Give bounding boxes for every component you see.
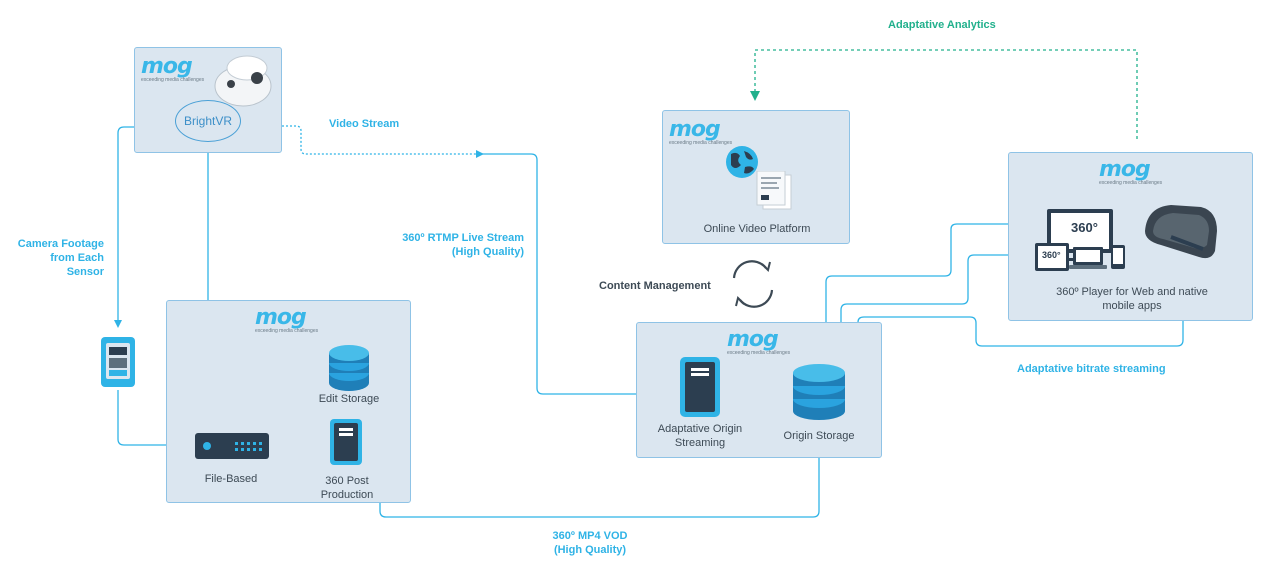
connector-origin-player-1	[825, 220, 1046, 322]
origin-streaming-label: Adaptative Origin Streaming	[657, 423, 743, 449]
origin-storage-database-icon	[793, 364, 845, 420]
connector-analytics	[750, 49, 1138, 139]
rtmp-live-stream-label: 360º RTMP Live Stream (High Quality)	[402, 232, 524, 258]
ovp-label: Online Video Platform	[703, 223, 811, 235]
edit-storage-label: Edit Storage	[318, 393, 380, 405]
connector-origin-player-3	[857, 297, 1187, 347]
vr-headset-icon	[1145, 205, 1217, 259]
origin-storage-label: Origin Storage	[783, 430, 855, 442]
tablet-360-badge: 360°	[1042, 250, 1061, 260]
mp4-vod-label: 360º MP4 VOD (High Quality)	[552, 530, 628, 556]
monitor-360-badge: 360°	[1071, 220, 1098, 235]
360-camera-icon	[214, 55, 272, 107]
edit-storage-database-icon	[329, 345, 369, 391]
sd-card-icon	[101, 337, 135, 387]
connector-vod	[379, 448, 823, 518]
video-stream-label: Video Stream	[329, 118, 400, 130]
adaptative-analytics-label: Adaptative Analytics	[888, 19, 996, 31]
tablet-icon	[1035, 243, 1069, 271]
document-icon	[756, 171, 792, 210]
content-management-cycle-icon	[732, 260, 774, 308]
connector-sdcard-filebased	[117, 390, 188, 449]
adaptative-bitrate-label: Adaptative bitrate streaming	[1017, 363, 1166, 375]
post-production-server-icon	[330, 419, 362, 465]
origin-streaming-server-icon	[680, 357, 720, 417]
post-production-label: 360 Post Production	[320, 475, 374, 501]
content-management-label: Content Management	[599, 280, 711, 292]
smartphone-icon	[1111, 245, 1125, 269]
file-based-device-icon	[195, 433, 269, 459]
connector-camera-sdcard	[114, 126, 135, 328]
player-label: 360º Player for Web and native mobile ap…	[1056, 286, 1208, 312]
camera-footage-label: Camera Footage from Each Sensor	[17, 238, 104, 278]
connector-origin-player-2	[840, 251, 1032, 322]
globe-icon	[726, 146, 758, 178]
laptop-icon	[1069, 247, 1107, 269]
brightvr-logo: BrightVR	[175, 100, 241, 142]
file-based-label: File-Based	[204, 473, 258, 485]
connector-rtmp-origin	[480, 153, 672, 398]
